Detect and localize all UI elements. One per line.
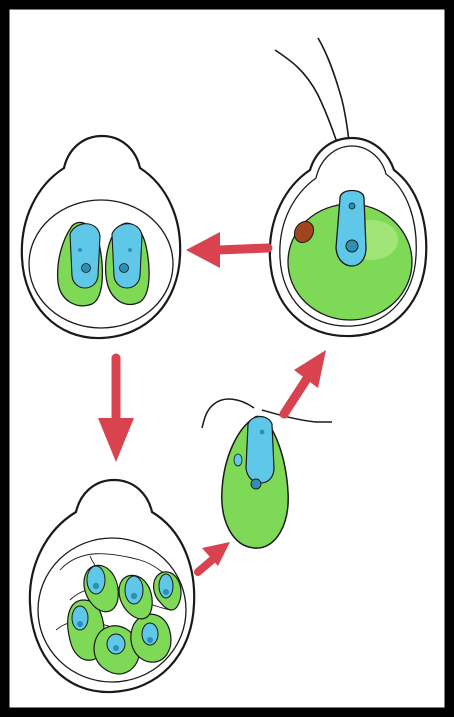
daughter-vacuole	[78, 248, 82, 252]
zoospore-vacuole	[260, 430, 265, 435]
zoospore-nucleus	[251, 479, 261, 489]
daughter-nucleus	[131, 593, 137, 599]
zoospore-nucleus-region	[246, 417, 274, 484]
daughter-nucleus-region	[87, 566, 105, 594]
zoospore-eyespot	[234, 454, 242, 466]
daughter-vacuole	[128, 248, 132, 252]
daughter-nucleus	[120, 264, 129, 273]
daughter-nucleus	[147, 637, 153, 643]
daughter-nucleus	[82, 264, 91, 273]
daughter-nucleus	[93, 583, 99, 589]
contractile-vacuole	[349, 203, 355, 209]
daughter-nucleus	[163, 589, 169, 595]
daughter-nucleus-region	[70, 224, 100, 288]
arrow-shaft	[218, 248, 268, 250]
daughter-nucleus-region	[112, 224, 142, 288]
daughter-nucleus-region	[125, 576, 143, 604]
daughter-nucleus	[77, 621, 83, 627]
daughter-nucleus	[113, 645, 119, 651]
nucleus-region	[336, 191, 366, 267]
nucleus	[346, 240, 358, 252]
